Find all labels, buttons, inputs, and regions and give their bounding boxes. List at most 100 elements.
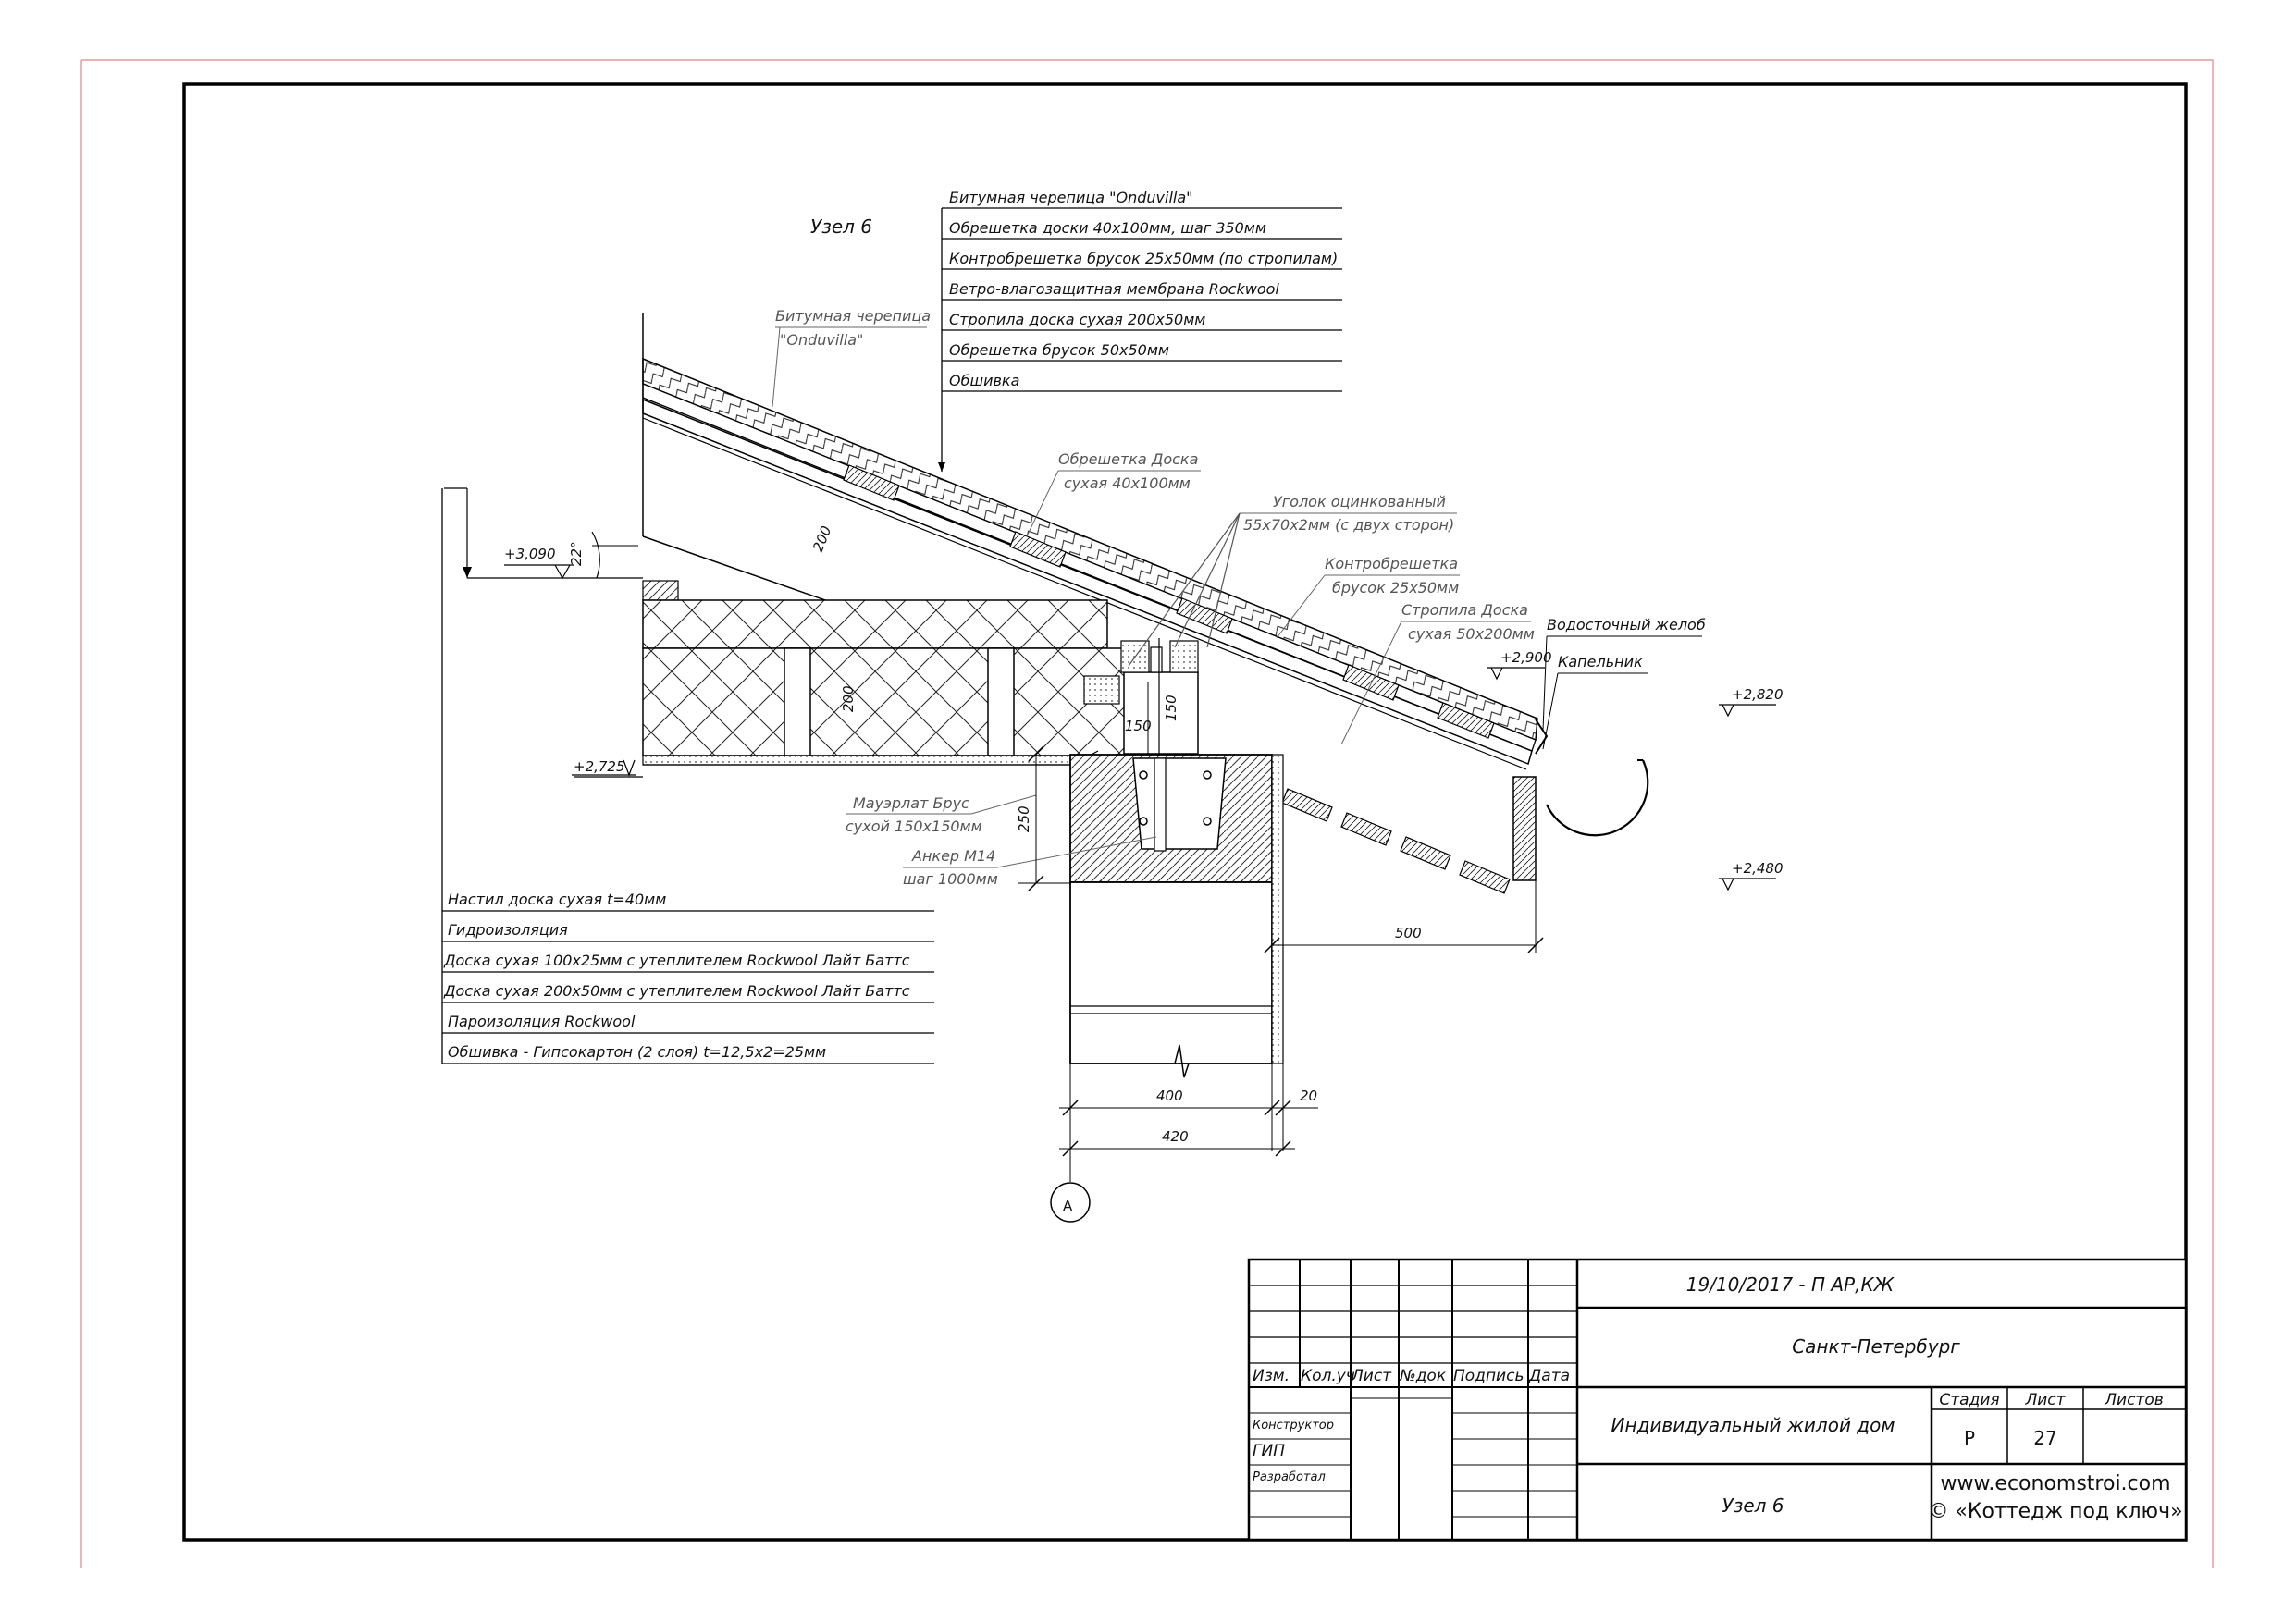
tb-code: 19/10/2017 - П АР,КЖ [1686, 1273, 1895, 1296]
callout-shingle: Битумная черепица "Onduvilla" [772, 307, 931, 408]
svg-text:А: А [1063, 1198, 1073, 1214]
roof-layer-7: Обшивка [949, 372, 1019, 389]
joist-2 [987, 647, 1015, 756]
title-block: Изм. Кол.уч Лист №док Подпись Дата Конст… [1247, 1258, 2188, 1542]
svg-text:420: 420 [1162, 1128, 1189, 1145]
callout-drip: Капельник [1542, 653, 1648, 750]
roof-layer-2: Обрешетка доски 40х100мм, шаг 350мм [949, 219, 1266, 237]
svg-text:400: 400 [1156, 1088, 1183, 1104]
wall-masonry [1069, 881, 1273, 1064]
eave-blocks [1281, 788, 1511, 894]
tb-role-constructor: Конструктор [1253, 1419, 1334, 1432]
svg-text:200: 200 [809, 523, 834, 554]
callout-batten: Обрешетка Доска сухая 40х100мм [1026, 450, 1201, 537]
svg-text:22°: 22° [568, 541, 585, 566]
svg-text:Обрешетка Доска: Обрешетка Доска [1058, 450, 1198, 468]
gutter [1546, 759, 1649, 837]
tb-website: www.economstroi.com [1940, 1472, 2170, 1495]
level-mark-2725: +2,725 [572, 758, 643, 778]
svg-text:55х70х2мм (с двух сторон): 55х70х2мм (с двух сторон) [1243, 516, 1454, 534]
svg-text:"Onduvilla": "Onduvilla" [780, 331, 863, 349]
level-mark-3090: +3,090 [444, 487, 643, 580]
tb-header-podpis: Подпись [1453, 1367, 1524, 1385]
callout-mauerlat: Мауэрлат Брус сухой 150х150мм [846, 794, 1037, 835]
floor-decking [642, 580, 679, 601]
svg-text:сухой 150х150мм: сухой 150х150мм [846, 818, 982, 835]
svg-text:брусок 25х50мм: брусок 25х50мм [1332, 579, 1459, 596]
svg-text:Битумная черепица: Битумная черепица [775, 307, 931, 325]
svg-text:Контробрешетка: Контробрешетка [1325, 555, 1458, 572]
roof-layer-4: Ветро-влагозащитная мембрана Rockwool [949, 280, 1279, 298]
roof-layer-1: Битумная черепица "Onduvilla" [949, 189, 1193, 206]
sheet-trim [81, 59, 2214, 1568]
mauerlat-beam [1123, 671, 1199, 755]
tb-header-ndok: №док [1399, 1367, 1447, 1385]
break-line [1174, 1044, 1190, 1078]
svg-text:200: 200 [840, 685, 857, 712]
drawing-frame [182, 82, 2188, 1542]
tb-sheet-value: 27 [2033, 1427, 2056, 1449]
roof-battens [843, 464, 1495, 739]
axis-marker: А [1050, 1151, 1091, 1223]
ceiling-slope [642, 535, 829, 602]
callout-gutter: Водосточный желоб [1542, 616, 1706, 732]
fascia-board [1512, 776, 1537, 881]
roof-layer-6: Обрешетка брусок 50х50мм [949, 341, 1169, 359]
wall-plaster [1271, 754, 1284, 1064]
roof-layer-5: Стропила доска сухая 200х50мм [949, 311, 1205, 328]
joist-insulation-upper [642, 599, 1108, 649]
tb-header-izm: Изм. [1253, 1367, 1290, 1385]
joist-1 [784, 647, 811, 756]
tb-city: Санкт-Петербург [1792, 1335, 1960, 1358]
tb-role-developer: Разработал [1253, 1470, 1326, 1484]
tb-sheet-name: Узел 6 [1722, 1494, 1784, 1517]
level-mark-2820: +2,820 [1719, 686, 1784, 718]
level-mark-2900: +2,900 [1487, 649, 1552, 681]
tb-header-kolvo: Кол.уч [1301, 1367, 1355, 1385]
floor-structure [642, 580, 1143, 766]
anchor-bolt [1154, 757, 1167, 852]
svg-text:Стропила Доска: Стропила Доска [1401, 601, 1528, 619]
svg-text:Водосточный желоб: Водосточный желоб [1547, 616, 1706, 633]
svg-text:150: 150 [1125, 718, 1152, 734]
floor-layer-1: Настил доска сухая t=40мм [448, 891, 666, 908]
tb-object: Индивидуальный жилой дом [1611, 1414, 1895, 1436]
floor-layer-3: Доска сухая 100х25мм с утеплителем Rockw… [443, 952, 910, 969]
floor-layer-2: Гидроизоляция [448, 921, 568, 939]
svg-text:500: 500 [1395, 925, 1422, 941]
callout-counter-batten: Контробрешетка брусок 25х50мм [1276, 555, 1460, 639]
slope-angle: 22° [568, 531, 638, 579]
tb-header-data: Дата [1528, 1367, 1570, 1385]
callout-anchor: Анкер М14 шаг 1000мм [903, 836, 1157, 888]
tb-copyright: © «Коттедж под ключ» [1928, 1500, 2182, 1523]
tb-stage-value: Р [1964, 1427, 1975, 1449]
svg-text:150: 150 [1163, 695, 1179, 721]
joist-insulation-lower [642, 647, 1143, 756]
floor-layer-6: Обшивка - Гипсокартон (2 слоя) t=12,5х2=… [448, 1043, 826, 1061]
wall [1069, 754, 1284, 1078]
tb-header-list: Лист [1351, 1367, 1392, 1385]
callout-angle: Уголок оцинкованный 55х70х2мм (с двух ст… [1128, 493, 1457, 667]
tb-stage-label: Стадия [1939, 1391, 1999, 1409]
roof-layer-table: Битумная черепица "Onduvilla" Обрешетка … [938, 189, 1342, 472]
floor-layer-4: Доска сухая 200х50мм с утеплителем Rockw… [443, 982, 910, 1000]
node-title: Узел 6 [810, 215, 872, 238]
svg-text:Анкер М14: Анкер М14 [911, 847, 995, 865]
svg-text:сухая 40х100мм: сухая 40х100мм [1064, 474, 1191, 492]
svg-text:Мауэрлат Брус: Мауэрлат Брус [853, 794, 969, 812]
svg-text:+3,090: +3,090 [504, 546, 556, 562]
svg-text:шаг 1000мм: шаг 1000мм [903, 870, 998, 888]
svg-text:250: 250 [1016, 805, 1032, 832]
svg-text:+2,820: +2,820 [1732, 686, 1784, 703]
tb-sheet-label: Лист [2024, 1391, 2066, 1409]
tb-role-gip: ГИП [1253, 1442, 1285, 1460]
svg-text:+2,725: +2,725 [574, 758, 625, 775]
svg-text:Уголок оцинкованный: Уголок оцинкованный [1273, 493, 1446, 510]
floor-layer-table: Настил доска сухая t=40мм Гидроизоляция … [441, 488, 934, 1064]
roof-layer-3: Контробрешетка брусок 25х50мм (по стропи… [949, 250, 1338, 267]
callout-rafter: Стропила Доска сухая 50х200мм [1340, 601, 1535, 745]
floor-layer-5: Пароизоляция Rockwool [448, 1013, 636, 1030]
mauerlat-recess [1132, 757, 1227, 850]
tb-sheets-label: Листов [2104, 1391, 2164, 1409]
